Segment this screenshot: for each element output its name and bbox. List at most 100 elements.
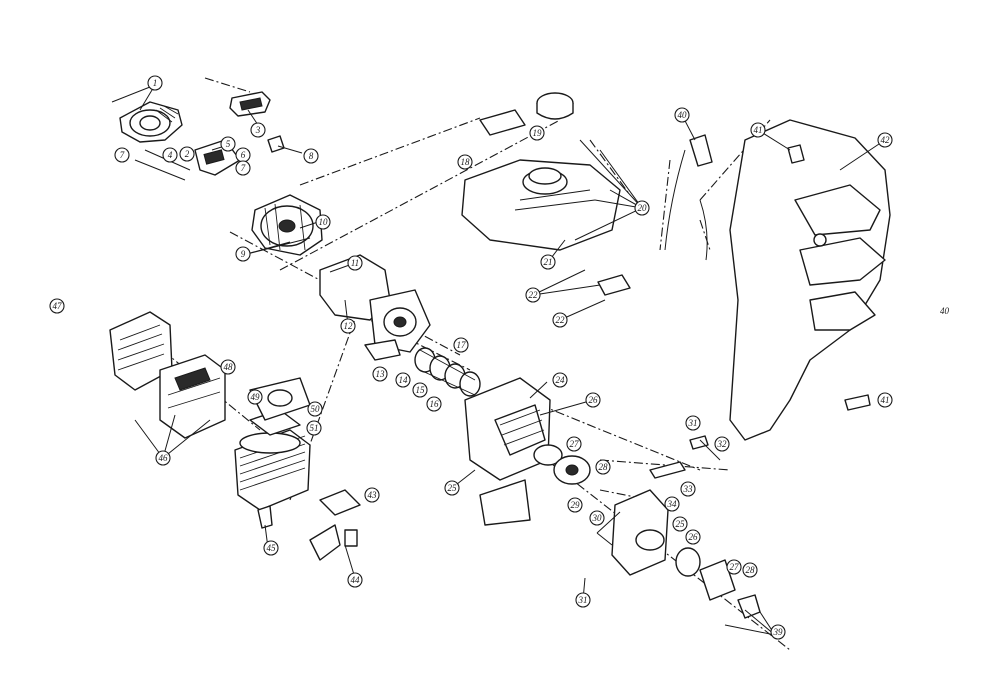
svg-text:34: 34 xyxy=(667,499,678,509)
callout-13: 13 xyxy=(372,366,388,382)
callout-41b: 41 xyxy=(877,392,893,408)
muffler xyxy=(109,311,226,439)
svg-text:33: 33 xyxy=(683,484,694,494)
rear-handle-housing xyxy=(729,119,891,441)
svg-text:41: 41 xyxy=(754,125,763,135)
callout-27: 27 xyxy=(566,436,582,452)
callout-48: 48 xyxy=(220,359,236,375)
svg-text:46: 46 xyxy=(159,453,169,463)
svg-text:42: 42 xyxy=(881,135,891,145)
svg-text:4: 4 xyxy=(168,150,173,160)
callout-7: 7 xyxy=(114,147,130,163)
callout-32: 32 xyxy=(714,436,730,452)
throttle-trigger xyxy=(689,134,871,411)
callout-12: 12 xyxy=(340,318,356,334)
svg-text:17: 17 xyxy=(457,340,467,350)
small-parts-right xyxy=(649,435,721,479)
svg-text:9: 9 xyxy=(241,249,246,259)
svg-text:11: 11 xyxy=(351,258,359,268)
callout-26b: 26 xyxy=(685,529,701,545)
callout-10: 10 xyxy=(315,214,331,230)
callout-11: 11 xyxy=(347,255,363,271)
callout-17: 17 xyxy=(453,337,469,353)
callout-4: 4 xyxy=(162,147,178,163)
svg-text:48: 48 xyxy=(224,362,234,372)
callout-25: 25 xyxy=(444,480,460,496)
spark-plug xyxy=(257,505,273,529)
crankcase xyxy=(319,254,431,361)
side-reference-label: 40 xyxy=(940,306,950,316)
svg-text:39: 39 xyxy=(773,627,784,637)
callout-26: 26 xyxy=(585,392,601,408)
svg-text:31: 31 xyxy=(578,595,588,605)
callout-19: 19 xyxy=(529,125,545,141)
svg-text:28: 28 xyxy=(746,565,756,575)
svg-text:40: 40 xyxy=(678,110,688,120)
callout-43: 43 xyxy=(364,487,380,503)
callout-9: 9 xyxy=(235,246,251,262)
callout-45: 45 xyxy=(263,540,279,556)
starter-housing xyxy=(119,101,183,143)
callout-15: 15 xyxy=(412,382,428,398)
callout-20: 20 xyxy=(634,200,650,216)
callout-leaders xyxy=(111,84,886,636)
svg-text:2: 2 xyxy=(185,149,190,159)
svg-text:16: 16 xyxy=(430,399,440,409)
svg-text:47: 47 xyxy=(53,301,63,311)
svg-text:5: 5 xyxy=(226,139,231,149)
svg-text:27: 27 xyxy=(730,562,740,572)
callout-41: 41 xyxy=(750,122,766,138)
svg-text:26: 26 xyxy=(589,395,599,405)
svg-text:28: 28 xyxy=(599,462,609,472)
callout-1: 1 xyxy=(147,75,163,91)
svg-text:25: 25 xyxy=(676,519,686,529)
callout-28b: 28 xyxy=(742,562,758,578)
svg-text:12: 12 xyxy=(344,321,354,331)
starter-cover xyxy=(229,91,271,117)
callout-42: 42 xyxy=(877,132,893,148)
svg-text:14: 14 xyxy=(399,375,409,385)
svg-text:20: 20 xyxy=(638,203,648,213)
callout-49: 49 xyxy=(247,389,263,405)
svg-text:1: 1 xyxy=(153,78,158,88)
callout-27b: 27 xyxy=(726,559,742,575)
callout-16: 16 xyxy=(426,396,442,412)
svg-text:7: 7 xyxy=(241,163,246,173)
callout-7b: 7 xyxy=(235,160,251,176)
callout-30: 30 xyxy=(589,510,605,526)
throttle-cable xyxy=(664,149,708,261)
svg-text:29: 29 xyxy=(571,500,581,510)
cylinder xyxy=(234,409,311,511)
callout-33: 33 xyxy=(680,481,696,497)
callout-50: 50 xyxy=(307,401,323,417)
svg-text:43: 43 xyxy=(368,490,378,500)
callout-25b: 25 xyxy=(672,516,688,532)
clutch-drum xyxy=(533,444,591,485)
callout-8: 8 xyxy=(303,148,319,164)
callout-6: 6 xyxy=(235,147,251,163)
callout-3: 3 xyxy=(250,122,266,138)
callout-21: 21 xyxy=(540,254,556,270)
fuel-cap xyxy=(536,92,574,120)
starter-pawl-assembly xyxy=(134,135,285,181)
callout-47: 47 xyxy=(49,298,65,314)
callout-34: 34 xyxy=(664,496,680,512)
svg-text:18: 18 xyxy=(461,157,471,167)
svg-text:31: 31 xyxy=(688,418,698,428)
svg-text:10: 10 xyxy=(319,217,329,227)
callout-5: 5 xyxy=(220,136,236,152)
callout-2: 2 xyxy=(179,146,195,162)
callout-28: 28 xyxy=(595,459,611,475)
callout-31: 31 xyxy=(685,415,701,431)
svg-text:50: 50 xyxy=(311,404,321,414)
svg-text:49: 49 xyxy=(251,392,261,402)
callout-51: 51 xyxy=(306,420,322,436)
svg-text:7: 7 xyxy=(120,150,125,160)
svg-text:8: 8 xyxy=(309,151,314,161)
callout-14: 14 xyxy=(395,372,411,388)
tank-bracket xyxy=(479,109,631,296)
svg-text:6: 6 xyxy=(241,150,246,160)
callout-22: 22 xyxy=(525,287,541,303)
svg-text:45: 45 xyxy=(267,543,277,553)
